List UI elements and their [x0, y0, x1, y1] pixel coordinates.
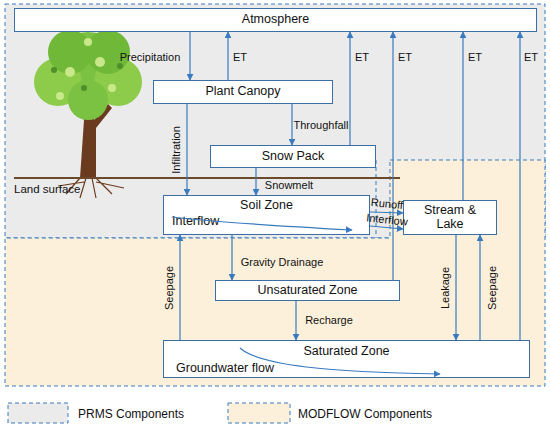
flow-arrow	[186, 104, 187, 195]
box-text: Snow Pack	[262, 150, 325, 164]
box-text: Atmosphere	[242, 13, 309, 27]
legend-swatch	[228, 403, 290, 423]
box-text: Groundwater flow	[176, 362, 274, 376]
flow-label: Seepage	[487, 266, 498, 310]
flow-arrow	[189, 32, 190, 80]
box-text: Soil Zone	[164, 199, 369, 213]
flow-arrow	[455, 235, 456, 340]
process-box: Snow Pack	[210, 145, 376, 168]
modflow-region	[5, 160, 545, 386]
box-text: Interflow	[172, 215, 219, 229]
flow-label: Gravity Drainage	[241, 257, 324, 268]
groundwater-curve	[240, 348, 440, 374]
box-text: Plant Canopy	[205, 85, 280, 99]
flow-label: ET	[233, 52, 247, 63]
process-box: Saturated ZoneGroundwater flow	[163, 340, 530, 378]
flow-label: Infiltration	[171, 126, 182, 174]
legend-text: MODFLOW Components	[298, 408, 432, 420]
flow-label: Throughfall	[293, 120, 348, 131]
legend-swatch	[8, 403, 68, 423]
flow-label: Snowmelt	[265, 180, 313, 191]
flow-arrow	[349, 32, 350, 145]
box-text: Saturated Zone	[164, 345, 529, 359]
box-text: Stream & Lake	[415, 204, 485, 232]
flow-label: Seepage	[164, 266, 175, 310]
flow-label: Leakage	[440, 267, 451, 309]
flow-arrow	[255, 168, 256, 195]
prms-region	[5, 4, 545, 238]
legend-text: PRMS Components	[78, 408, 184, 420]
flow-arrow	[519, 32, 520, 340]
box-text: Unsaturated Zone	[257, 284, 357, 298]
flow-arrow	[231, 235, 232, 280]
flow-label: ET	[524, 52, 538, 63]
process-box: Stream & Lake	[403, 200, 497, 235]
surface-label: Land surface	[14, 184, 81, 196]
flow-label: Precipitation	[120, 52, 181, 63]
flow-arrow	[227, 32, 228, 80]
flow-arrow	[392, 32, 393, 280]
flow-arrow	[462, 32, 463, 200]
flow-arrow	[291, 104, 292, 145]
flow-label: Recharge	[305, 315, 353, 326]
process-box: Plant Canopy	[153, 80, 333, 104]
ground-line	[14, 177, 400, 179]
flow-label: ET	[468, 52, 482, 63]
flow-arrow	[479, 235, 480, 340]
process-box: Soil ZoneInterflow	[163, 195, 370, 235]
interflow-curve	[172, 217, 352, 230]
flow-arrow	[179, 235, 180, 340]
flow-label: ET	[355, 52, 369, 63]
flow-label: ET	[398, 52, 412, 63]
process-box: Unsaturated Zone	[215, 280, 400, 301]
flow-arrow	[295, 301, 296, 340]
process-box: Atmosphere	[14, 8, 537, 32]
